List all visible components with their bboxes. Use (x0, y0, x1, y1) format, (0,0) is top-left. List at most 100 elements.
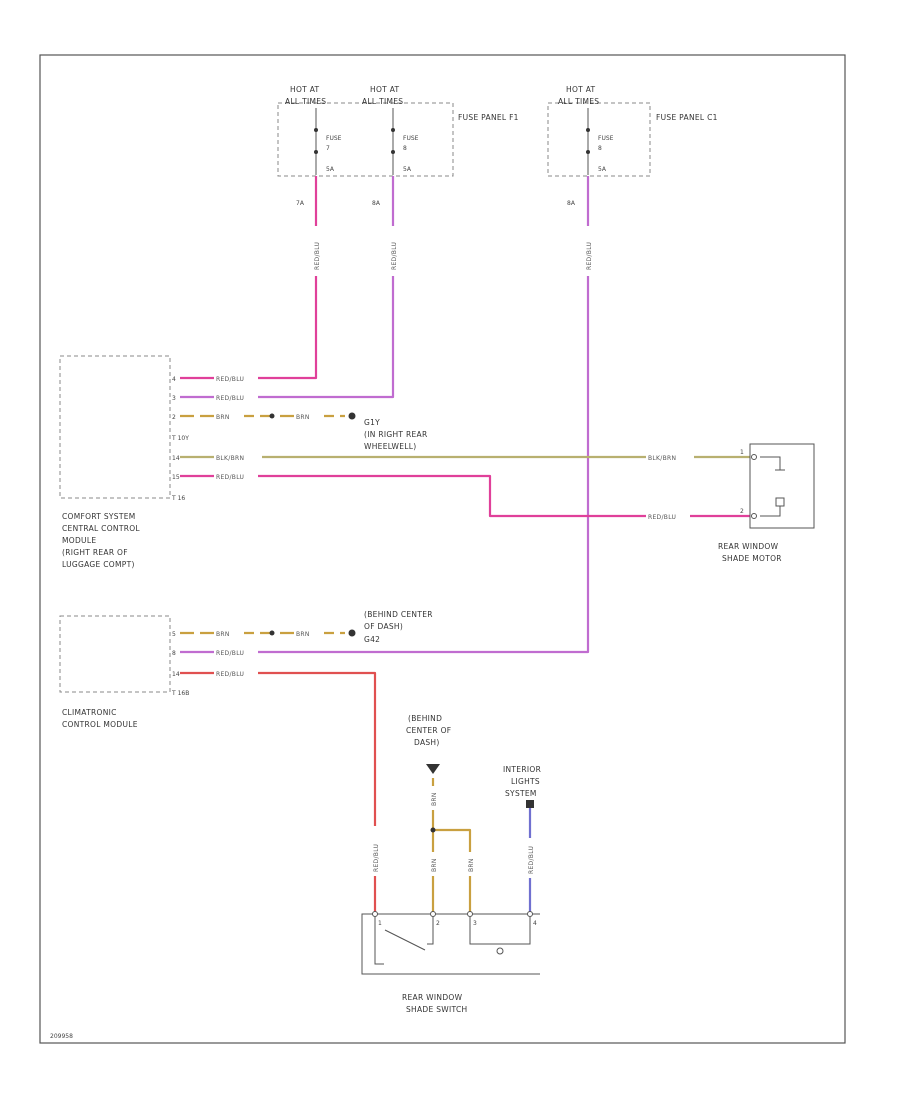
ground-g42-label-1: (BEHIND CENTER (364, 610, 433, 619)
shade-motor-box (749, 443, 815, 529)
motor-pin-2: 2 (740, 508, 744, 515)
comfort-pin-3: 3 (172, 395, 176, 402)
wire-label-fuse-a: RED/BLU (314, 242, 321, 270)
wire-labels: RED/BLU RED/BLU RED/BLU RED/BLU RED/BLU … (214, 226, 694, 878)
fuse-a-rating: 5A (326, 166, 335, 173)
wire-id-fuse-c: 8A (567, 200, 576, 207)
fuse-c-word: FUSE (598, 135, 614, 142)
wire-climatronic-to-switch (180, 671, 377, 912)
wire-label-switch-pin2: BRN (431, 858, 438, 872)
climatronic-name-2: CONTROL MODULE (62, 720, 138, 729)
wires (180, 176, 750, 912)
splice-dot-1 (269, 413, 275, 419)
ground-g1y-label-1: G1Y (364, 418, 380, 427)
wire-label-comfort-pin2: BRN (216, 414, 230, 421)
switch-pin-4: 4 (533, 920, 537, 927)
ground-g42-label-3: G42 (364, 635, 380, 644)
wire-fuse-b-to-comfort (180, 176, 395, 399)
comfort-pin-14: 14 (172, 455, 180, 462)
diagram-code: 209958 (50, 1033, 73, 1040)
diagram-border (39, 54, 846, 1044)
wire-label-ground-stub-1: BRN (296, 414, 310, 421)
fuse-b-node-bottom (391, 150, 395, 154)
ground-dash-label-3: DASH) (414, 738, 440, 747)
ground-dot-g1y (348, 412, 356, 420)
climatronic-module-box (59, 615, 171, 693)
fuse-a-node-top (314, 128, 318, 132)
fuse-b-num: 8 (403, 145, 407, 152)
fuse-panel-box-left (277, 102, 454, 177)
switch-lamp-circuit (469, 917, 531, 945)
clima-pin-5: 5 (172, 631, 176, 638)
motor-name-1: REAR WINDOW (718, 542, 779, 551)
fuse-c-node-top (586, 128, 590, 132)
wire-label-ground-brn: BRN (431, 792, 438, 806)
comfort-module: 4 3 2 14 15 T 10Y T 16 COMFORT SYSTEM CE… (59, 355, 189, 569)
wire-label-comfort-pin3: RED/BLU (216, 395, 244, 402)
ground-dash-label-1: (BEHIND (408, 714, 442, 723)
switch-lamp-icon (496, 947, 504, 955)
motor-pin-2-terminal (751, 513, 757, 519)
fuse-c-rating: 5A (598, 166, 607, 173)
switch-pin-1-terminal (372, 911, 378, 917)
wire-label-switch-pin3: BRN (468, 858, 475, 872)
comfort-name-5: LUGGAGE COMPT) (62, 560, 135, 569)
interior-lights-connector (526, 800, 534, 808)
wire-label-comfort-pin4: RED/BLU (216, 376, 244, 383)
wire-id-fuse-a: 7A (296, 200, 305, 207)
wire-fuse-c-to-climatronic (180, 176, 590, 654)
switch-pin-2: 2 (436, 920, 440, 927)
fuse-c-node-bottom (586, 150, 590, 154)
wire-label-clima-pin8: RED/BLU (216, 650, 244, 657)
fuse-a-num: 7 (326, 145, 330, 152)
climatronic-module: 5 8 14 T 16B CLIMATRONIC CONTROL MODULE (59, 615, 189, 729)
ground-stubs (180, 414, 345, 635)
fuse-a-hot-label: HOT AT (290, 85, 320, 94)
climatronic-name-1: CLIMATRONIC (62, 708, 117, 717)
wire-label-comfort-pin14: BLK/BRN (216, 455, 244, 462)
switch-name-2: SHADE SWITCH (406, 1005, 467, 1014)
clima-pin-14: 14 (172, 671, 180, 678)
wire-comfort-to-motor-redblu (180, 474, 750, 518)
comfort-connector-a: T 10Y (171, 435, 189, 442)
fuse-a-node-bottom (314, 150, 318, 154)
switch-name-1: REAR WINDOW (402, 993, 463, 1002)
fuse-a-times-label: ALL TIMES (285, 97, 326, 106)
wire-switch-bridge (433, 828, 472, 912)
fuse-group-right: HOT AT ALL TIMES FUSE 8 5A FUSE PANEL C1 (547, 85, 717, 177)
wire-id-fuse-b: 8A (372, 200, 381, 207)
fuse-c-hot-label: HOT AT (566, 85, 596, 94)
ground-g42-label-2: OF DASH) (364, 622, 403, 631)
comfort-connector-b: T 16 (171, 495, 185, 502)
wire-label-motor-pin2: RED/BLU (648, 514, 676, 521)
fuse-a-word: FUSE (326, 135, 342, 142)
switch-pin-3-terminal (467, 911, 473, 917)
fuse-b-times-label: ALL TIMES (362, 97, 403, 106)
switch-pin-4-terminal (527, 911, 533, 917)
ground-g1y-label-2: (IN RIGHT REAR (364, 430, 427, 439)
ground-g1y-label-3: WHEELWELL) (364, 442, 416, 451)
splice-dot-2 (269, 630, 275, 636)
interior-lights-label-3: SYSTEM (505, 789, 537, 798)
motor-name-2: SHADE MOTOR (722, 554, 782, 563)
comfort-pin-15: 15 (172, 474, 180, 481)
fuse-panel-box-right (547, 102, 651, 177)
comfort-pin-4: 4 (172, 376, 176, 383)
fuse-c-times-label: ALL TIMES (558, 97, 599, 106)
switch-pin-1: 1 (378, 920, 382, 927)
clima-connector: T 16B (171, 690, 189, 697)
wire-label-switch-pin4: RED/BLU (528, 846, 535, 874)
wire-label-motor-pin1: BLK/BRN (648, 455, 676, 462)
shade-switch-box (361, 913, 540, 975)
wire-label-clima-pin14: RED/BLU (216, 671, 244, 678)
fuse-b-node-top (391, 128, 395, 132)
splice-dot-3 (430, 827, 436, 833)
shade-motor: 1 2 REAR WINDOW SHADE MOTOR (718, 443, 815, 563)
fuse-panel-label-left: FUSE PANEL F1 (458, 113, 519, 122)
fuse-b-hot-label: HOT AT (370, 85, 400, 94)
ground-symbol-dash (426, 764, 440, 774)
fuse-b-word: FUSE (403, 135, 419, 142)
fuse-group-left: HOT AT ALL TIMES HOT AT ALL TIMES FUSE 7… (277, 85, 519, 177)
motor-symbol-bottom (760, 497, 785, 517)
fuse-b-rating: 5A (403, 166, 412, 173)
